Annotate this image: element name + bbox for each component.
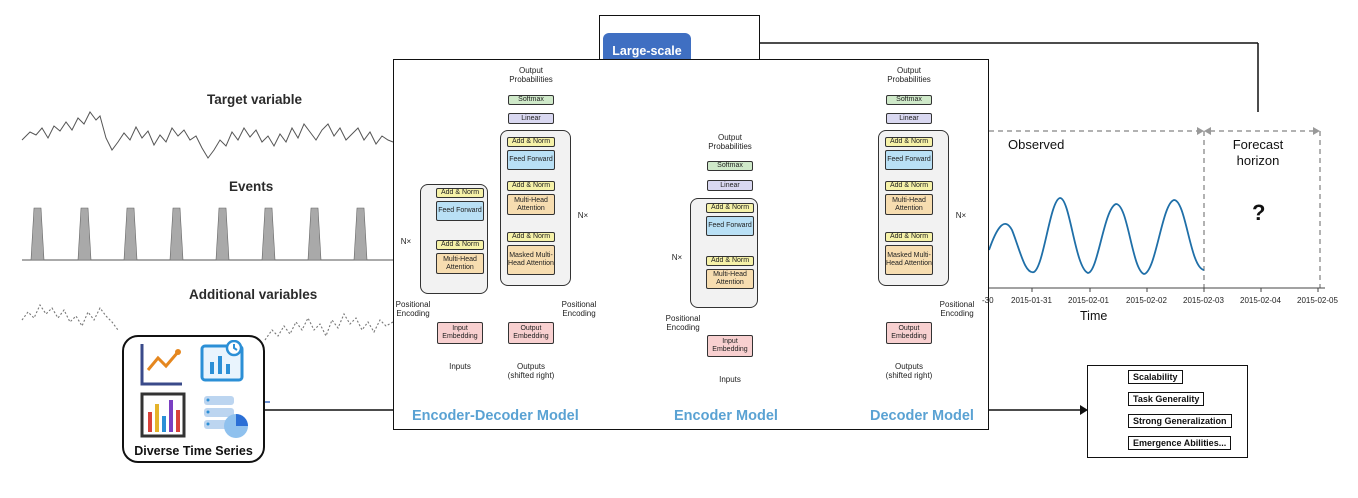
ed-dec-cross-attention: Multi-Head Attention [507, 194, 555, 215]
ed-enc-feed-forward: Feed Forward [436, 201, 484, 221]
ed-dec-masked-attention: Masked Multi-Head Attention [507, 245, 555, 275]
observed-label: Observed [1008, 137, 1065, 152]
observed-series [988, 197, 1205, 275]
dec-outputs-label: Outputs (shifted right) [885, 362, 933, 380]
target-variable-series [21, 111, 394, 159]
tick-label: 2015-01-31 [1011, 296, 1052, 305]
ed-enc-addnorm-1: Add & Norm [436, 240, 484, 250]
ed-outputs-label: Outputs (shifted right) [507, 362, 555, 380]
ed-dec-addnorm-1: Add & Norm [507, 232, 555, 242]
dec-linear-block: Linear [886, 113, 932, 124]
ed-enc-addnorm-2: Add & Norm [436, 188, 484, 198]
enc-positional-encoding: Positional Encoding [665, 314, 701, 332]
ed-linear-block: Linear [508, 113, 554, 124]
ed-decoder-nx: N× [577, 211, 589, 220]
tick-label: -30 [982, 296, 994, 305]
dec-feed-forward: Feed Forward [885, 150, 933, 170]
ed-enc-attention: Multi-Head Attention [436, 253, 484, 274]
encoder-title: Encoder Model [674, 408, 778, 424]
ability-emergence: Emergence Abilities... [1128, 436, 1232, 450]
ability-scalability: Scalability [1128, 370, 1183, 384]
tick-label: 2015-02-02 [1126, 296, 1167, 305]
diverse-time-series-label: Diverse Time Series [134, 444, 253, 458]
tick-label: 2015-02-04 [1240, 296, 1281, 305]
enc-feed-forward: Feed Forward [706, 216, 754, 236]
additional-variables-label: Additional variables [189, 287, 318, 302]
dec-positional-encoding: Positional Encoding [939, 300, 975, 318]
events-series [30, 207, 368, 261]
enc-input-embedding: Input Embedding [707, 335, 753, 357]
line-chart-icon [140, 344, 182, 386]
ed-output-probabilities: Output Probabilities [509, 66, 553, 84]
ed-input-embedding: Input Embedding [437, 322, 483, 344]
ed-softmax-block: Softmax [508, 95, 554, 105]
tick-label: 2015-02-03 [1183, 296, 1224, 305]
events-label: Events [229, 179, 274, 194]
forecast-horizon-label: Forecast horizon [1232, 137, 1284, 168]
ability-strong-generalization: Strong Generalization [1128, 414, 1232, 428]
ed-encoder-stack [420, 184, 488, 294]
ed-dec-positional-encoding: Positional Encoding [561, 300, 597, 318]
enc-attention: Multi-Head Attention [706, 269, 754, 289]
encoder-decoder-title: Encoder-Decoder Model [412, 408, 579, 424]
ed-encoder-nx: N× [400, 237, 412, 246]
tick-label: 2015-02-05 [1297, 296, 1338, 305]
enc-linear-block: Linear [707, 180, 753, 191]
dec-cross-attention: Multi-Head Attention [885, 194, 933, 215]
ability-task-generality: Task Generality [1128, 392, 1205, 406]
decoder-title: Decoder Model [870, 408, 974, 424]
dec-output-probabilities: Output Probabilities [887, 66, 931, 84]
unknown-future-marker: ? [1252, 200, 1266, 225]
enc-addnorm-1: Add & Norm [706, 256, 754, 266]
ed-output-embedding: Output Embedding [508, 322, 554, 344]
enc-inputs-label: Inputs [719, 375, 741, 384]
enc-nx: N× [671, 253, 683, 262]
additional-variables-series [21, 303, 119, 331]
dashboard-chart-icon [200, 340, 244, 382]
dec-addnorm-1: Add & Norm [885, 232, 933, 242]
tick-label: 2015-02-01 [1068, 296, 1109, 305]
dec-nx: N× [955, 211, 967, 220]
diverse-icons [140, 340, 248, 438]
dec-masked-attention: Masked Multi-Head Attention [885, 245, 933, 275]
ed-dec-feed-forward: Feed Forward [507, 150, 555, 170]
dec-addnorm-2: Add & Norm [885, 181, 933, 191]
enc-softmax-block: Softmax [707, 161, 753, 171]
ed-dec-addnorm-3: Add & Norm [507, 137, 555, 147]
database-pie-icon [204, 396, 248, 438]
ed-dec-addnorm-2: Add & Norm [507, 181, 555, 191]
ed-enc-positional-encoding: Positional Encoding [395, 300, 431, 318]
dec-addnorm-3: Add & Norm [885, 137, 933, 147]
enc-stack [690, 198, 758, 308]
target-variable-label: Target variable [207, 92, 303, 107]
enc-addnorm-2: Add & Norm [706, 203, 754, 213]
time-axis-label: Time [1080, 309, 1108, 323]
enc-output-probabilities: Output Probabilities [708, 133, 752, 151]
dec-softmax-block: Softmax [886, 95, 932, 105]
ed-inputs-label: Inputs [449, 362, 471, 371]
dec-output-embedding: Output Embedding [886, 322, 932, 344]
bar-chart-icon [140, 392, 186, 438]
